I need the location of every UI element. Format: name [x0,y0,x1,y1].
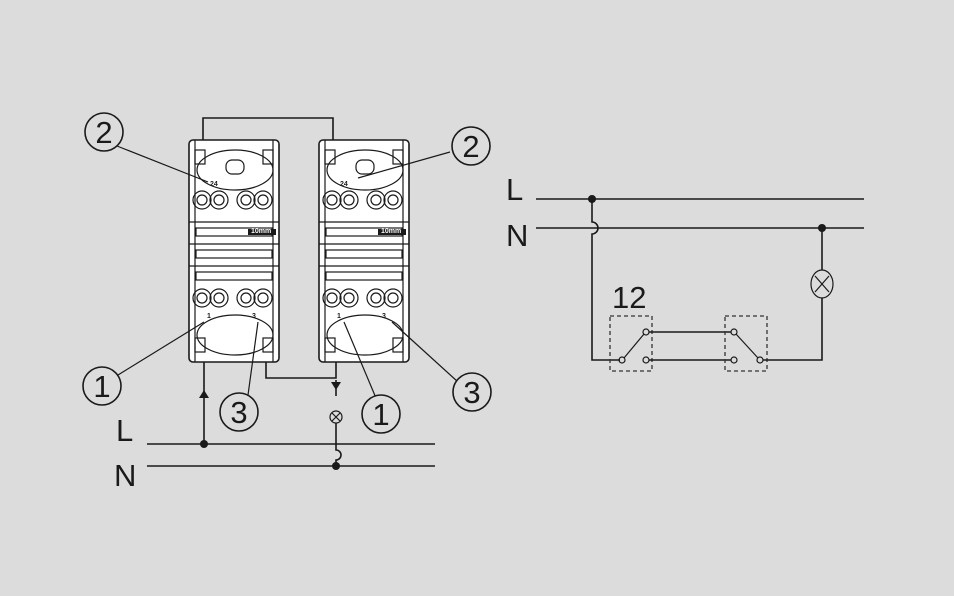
callout-3-left: 3 [219,392,259,432]
leader-3-left [247,321,259,396]
physical-wiring: 24 10mm 1 3 [82,112,492,493]
traveller-top-wire [202,117,334,140]
lamp-arrow-icon [331,382,341,390]
terminal-screws-top-a [192,190,273,210]
svg-text:2: 2 [95,115,112,150]
strip-length-label-b: 10mm [381,228,401,235]
leader-1-left [117,321,205,376]
switch-label: 12 [612,280,646,315]
svg-text:1: 1 [372,397,389,432]
leader-2-left [116,145,209,183]
terminal-label-24-b: 24 [340,181,348,188]
callout-1-left: 1 [82,366,122,406]
terminal-screws-bottom-b [322,288,403,308]
switch-1-box [609,315,653,372]
terminal-screws-top-b [322,190,403,210]
callout-2-left: 2 [84,112,124,152]
callout-2-right: 2 [451,126,491,166]
svg-text:1: 1 [93,369,110,404]
svg-text:2: 2 [462,129,479,164]
leader-1-right [343,321,377,399]
svg-text:3: 3 [230,395,247,430]
lamp-icon [329,410,343,424]
switch-module-a: 24 10mm 1 3 [188,139,280,363]
line-label-right: L [506,172,523,207]
leader-3-right [391,321,459,383]
terminal-label-1-b: 1 [337,313,341,320]
terminal-label-24-a: 24 [210,181,218,188]
switch-1-contacts [618,328,650,364]
line-label-left: L [116,413,133,448]
schematic-lamp-icon [810,269,834,299]
switch-2-contacts [730,328,764,364]
terminal-label-3-b: 3 [382,313,386,320]
svg-text:3: 3 [463,375,480,410]
callout-1-right: 1 [361,394,401,434]
leader-2-right [357,151,451,179]
terminal-screws-bottom-a [192,288,273,308]
switch-2-box [724,315,768,372]
neutral-label-left: N [114,458,136,493]
neutral-label-right: N [506,218,528,253]
schematic-diagram: L N 12 [506,172,864,372]
schematic-lamp-feed-wire [763,298,823,361]
callout-3-right: 3 [452,372,492,412]
terminal-label-3-a: 3 [252,313,256,320]
line-arrow-icon [199,390,209,398]
terminal-label-1-a: 1 [207,313,211,320]
traveller-bottom-wire [265,362,337,379]
strip-length-label-a: 10mm [251,228,271,235]
schematic-feed-wire [591,199,620,361]
switch-module-b: 24 10mm 1 3 [318,139,410,363]
lamp-to-neutral-wire [335,423,342,466]
